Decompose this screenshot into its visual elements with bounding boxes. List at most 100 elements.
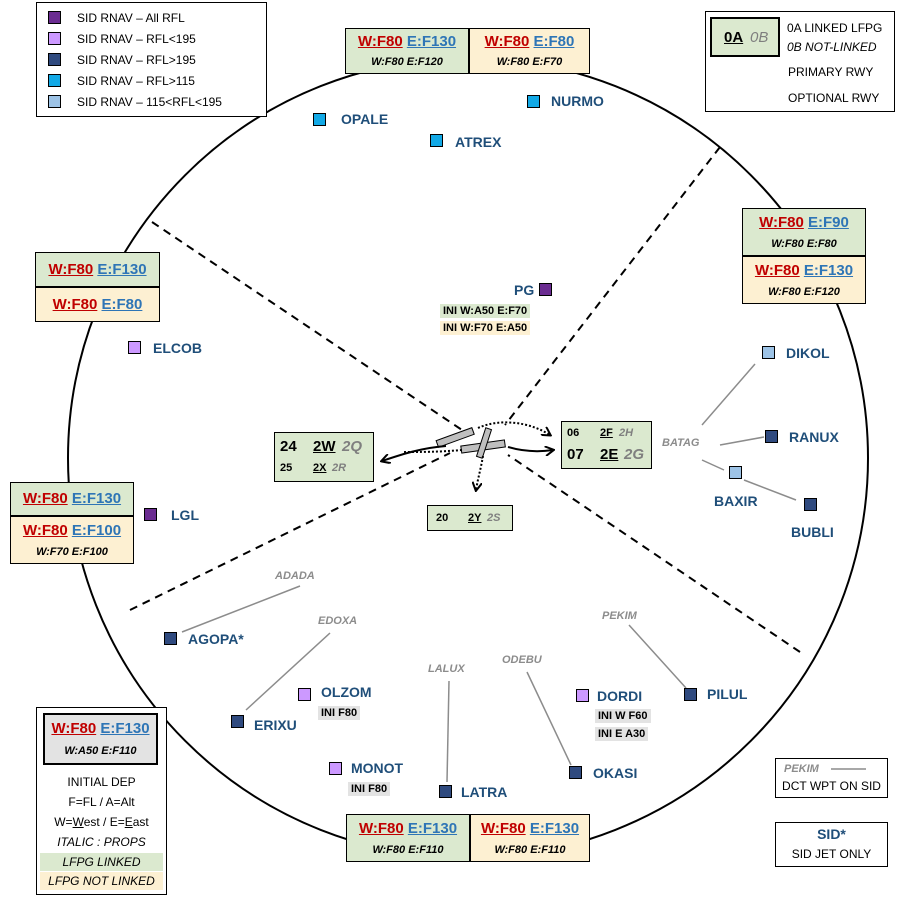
west-bottom-sub: W:F70 E:F100: [36, 546, 108, 558]
rwy-east-c1: 2F: [600, 427, 613, 439]
waypoint-elcob-label: ELCOB: [153, 340, 202, 356]
sid-legend: [36, 2, 267, 117]
east-top-east: E:F90: [808, 214, 849, 231]
waypoint-latra-label: LATRA: [461, 784, 508, 800]
runway-config-west: 24 2W 2Q 25 2X 2R: [274, 432, 374, 482]
waypoint-dordi-label: DORDI: [597, 688, 643, 704]
dct-label-lalux: LALUX: [428, 663, 465, 675]
east-bottom-west: W:F80: [754, 262, 800, 279]
runway-config-east: 06 2F 2H 07 2E 2G: [561, 421, 652, 469]
sector-east-top: W:F80 E:F90 W:F80 E:F80: [742, 208, 866, 256]
west-top-west: W:F80: [22, 490, 68, 507]
northwest-top-east: E:F130: [97, 261, 147, 278]
legend-swatch-rfl-gt-115: [48, 74, 61, 87]
optional-arrow-west: [403, 449, 463, 453]
legend-label-rfl-gt-195: SID RNAV – RFL>195: [77, 53, 196, 67]
primary-arrow-west: [382, 445, 447, 461]
dct-line-batag-ranux: [719, 436, 765, 446]
waypoint-ranux-label: RANUX: [789, 429, 839, 445]
legend-label-rfl-gt-115: SID RNAV – RFL>115: [77, 74, 195, 88]
waypoint-ranux-icon: [765, 430, 778, 443]
legend-label-115-195: SID RNAV – 115<RFL<195: [77, 95, 222, 109]
north-right-sub: W:F80 E:F70: [496, 56, 563, 68]
optional-arrow-south: [476, 455, 484, 490]
waypoint-opale-icon: [313, 113, 326, 126]
sector-line-nw: [151, 221, 463, 431]
legend-swatch-rfl-lt-195: [48, 32, 61, 45]
waypoint-atrex-icon: [430, 134, 443, 147]
waypoint-dordi-icon: [576, 689, 589, 702]
legend-bottom-line4: ITALIC : PROPS: [57, 835, 146, 849]
east-bottom-east: E:F130: [803, 262, 854, 279]
northwest-top-west: W:F80: [48, 261, 94, 278]
sector-northwest-bottom: W:F80 E:F80: [35, 287, 160, 322]
dct-label-odebu: ODEBU: [502, 654, 542, 666]
east-top-west: W:F80: [759, 214, 804, 231]
waypoint-bubli-label: BUBLI: [791, 524, 834, 540]
waypoint-baxir-label: BAXIR: [714, 493, 758, 509]
waypoint-baxir-icon: [729, 466, 742, 479]
dct-label-batag: BATAG: [662, 437, 700, 449]
rwy-legend-not-linked-text: 0B NOT-LINKED: [787, 40, 877, 54]
rwy-south-c1: 2Y: [468, 512, 482, 524]
waypoint-lgl-icon: [144, 508, 157, 521]
waypoint-pg-icon: [539, 283, 552, 296]
legend-dct-label: DCT WPT ON SID: [782, 779, 881, 793]
waypoint-pg-label: PG: [514, 282, 535, 298]
waypoint-agopa-icon: [164, 632, 177, 645]
legend-dct: [775, 758, 888, 798]
waypoint-nurmo-label: NURMO: [551, 93, 604, 109]
dct-line-pekim-pilul: [628, 624, 687, 689]
north-left-west: W:F80: [357, 33, 403, 50]
legend-bottom-line2: F=FL / A=Alt: [68, 795, 135, 809]
sector-north-right: W:F80 E:F80 W:F80 E:F70: [469, 28, 590, 74]
northwest-bottom-east: E:F80: [101, 296, 143, 313]
rwy-east-p1: 2H: [619, 427, 634, 439]
waypoint-monot-icon: [329, 762, 342, 775]
north-right-east: E:F80: [533, 33, 575, 50]
waypoint-atrex-label: ATREX: [455, 134, 502, 150]
east-bottom-sub: W:F80 E:F120: [768, 286, 840, 298]
south-right-sub: W:F80 E:F110: [494, 844, 566, 856]
olzom-ini-note: INI F80: [318, 706, 361, 720]
legend-bottom-linked: LFPG LINKED: [40, 853, 163, 871]
waypoint-latra-icon: [439, 785, 452, 798]
dct-line-batag-baxir: [701, 459, 725, 471]
legend-label-all-rfl: SID RNAV – All RFL: [77, 11, 185, 25]
legend-sid-jet-title: SID*: [817, 826, 846, 842]
waypoint-nurmo-icon: [527, 95, 540, 108]
dct-line-edoxa-erixu: [245, 632, 331, 711]
sector-east-bottom: W:F80 E:F130 W:F80 E:F120: [742, 256, 866, 304]
waypoint-pilul-label: PILUL: [707, 686, 748, 702]
rwy-west-r2: 25: [280, 462, 293, 474]
waypoint-okasi-label: OKASI: [593, 765, 638, 781]
rwy-east-p2: 2G: [624, 446, 645, 463]
legend-swatch-rfl-gt-195: [48, 53, 61, 66]
legend-bottom-sub: W:A50 E:F110: [64, 745, 137, 757]
waypoint-elcob-icon: [128, 341, 141, 354]
rwy-south-p1: 2S: [487, 512, 501, 524]
legend-bottom-line1: INITIAL DEP: [67, 775, 136, 789]
waypoint-lgl-label: LGL: [171, 507, 199, 523]
dct-line-adada-agopa: [181, 585, 301, 633]
rwy-east-r1: 06: [567, 427, 580, 439]
dct-line-batag-dikol: [701, 363, 756, 426]
dct-label-edoxa: EDOXA: [318, 615, 358, 627]
waypoint-pilul-icon: [684, 688, 697, 701]
south-left-west: W:F80: [358, 820, 404, 837]
legend-swatch-all-rfl: [48, 11, 61, 24]
sector-south-left: W:F80 E:F130 W:F80 E:F110: [346, 814, 470, 862]
sector-line-ne: [504, 146, 721, 426]
waypoint-erixu-icon: [231, 715, 244, 728]
rwy-legend-code-not-linked: 0B: [750, 29, 769, 46]
sector-line-se: [507, 454, 801, 653]
tma-circle: [67, 57, 869, 859]
sector-south-right: W:F80 E:F130 W:F80 E:F110: [470, 814, 590, 862]
dct-line-odebu-okasi: [526, 671, 572, 766]
rwy-west-p2: 2R: [332, 462, 347, 474]
pg-note-2: INI W:F70 E:A50: [440, 321, 531, 335]
legend-sid-jet: [775, 822, 888, 867]
waypoint-dikol-label: DIKOL: [786, 345, 830, 361]
sector-north-left: W:F80 E:F130 W:F80 E:F120: [345, 28, 469, 74]
west-bottom-east: E:F100: [71, 522, 122, 539]
